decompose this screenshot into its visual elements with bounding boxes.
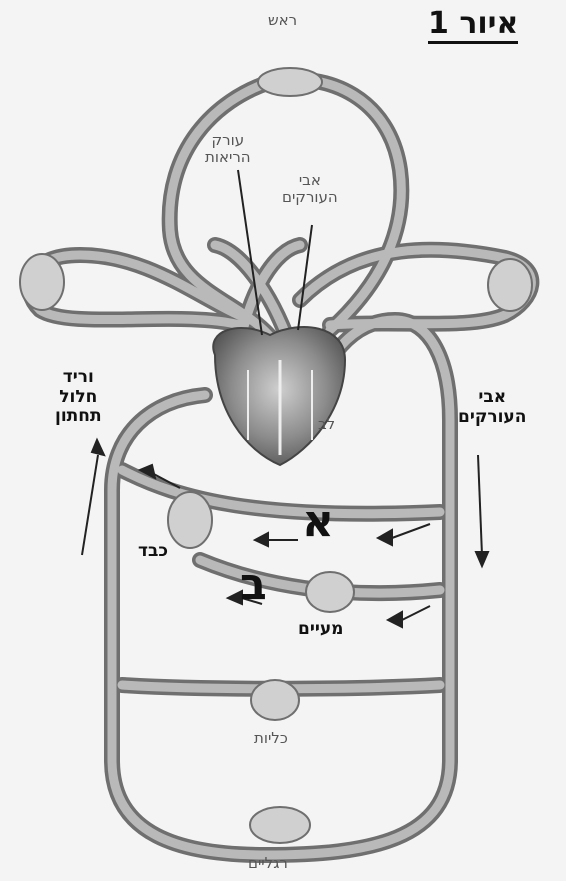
label-liver: כבד — [138, 542, 168, 562]
label-legs: רגליים — [248, 855, 288, 872]
intestine-capillaries — [306, 572, 354, 612]
leg-capillaries — [250, 807, 310, 843]
label-aorta-top-line2: העורקים — [282, 189, 338, 206]
label-aorta-right-line1: אבי — [458, 388, 526, 408]
label-vena-cava: וריד חלול תחתון — [55, 368, 102, 427]
kidney-capillaries — [251, 680, 299, 720]
label-aorta-right-line2: העורקים — [458, 408, 526, 428]
marker-b: ב — [240, 563, 267, 607]
label-heart: לב — [318, 416, 335, 433]
label-vena-cava-line3: תחתון — [55, 407, 102, 427]
heart-shape — [213, 327, 345, 465]
flow-arrow-2 — [255, 533, 268, 546]
liver-capillaries — [168, 492, 212, 548]
figure-title: איור 1 — [428, 8, 518, 44]
label-pulmonary-artery-line1: עורק — [205, 132, 251, 149]
marker-a: א — [302, 500, 334, 544]
label-vena-cava-line1: וריד — [55, 368, 102, 388]
flow-arrow-3 — [378, 530, 392, 545]
head-capillaries — [258, 68, 322, 96]
label-aorta-top: אבי העורקים — [282, 172, 338, 207]
vena-cava-arrow-head — [92, 440, 104, 455]
label-aorta-top-line1: אבי — [282, 172, 338, 189]
label-vena-cava-line2: חלול — [55, 388, 102, 408]
label-aorta-right: אבי העורקים — [458, 388, 526, 427]
label-head: ראש — [268, 12, 297, 29]
label-intestines: מעיים — [298, 620, 343, 640]
label-pulmonary-artery-line2: הריאות — [205, 149, 251, 166]
left-lung-capillaries — [20, 254, 64, 310]
label-pulmonary-artery: עורק הריאות — [205, 132, 251, 167]
aorta-right-arrow-line — [478, 455, 482, 555]
vena-cava-arrow-line — [82, 455, 98, 555]
label-kidneys: כליות — [254, 730, 288, 747]
aorta-right-arrow-head — [476, 552, 488, 566]
right-lung-capillaries — [488, 259, 532, 311]
flow-arrow-5 — [388, 612, 402, 627]
